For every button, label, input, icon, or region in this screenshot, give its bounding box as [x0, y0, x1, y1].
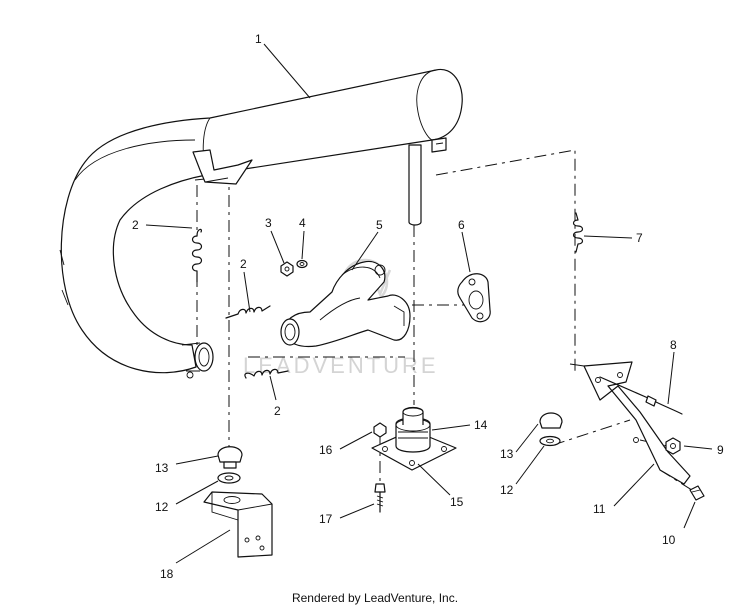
callout-2-spring-lower: 2: [274, 404, 281, 418]
callout-12-right: 12: [500, 483, 514, 497]
callout-2-spring-center: 2: [240, 257, 247, 271]
callout-11: 11: [593, 502, 606, 516]
spring-lower: [244, 368, 289, 379]
spring-right: [572, 212, 584, 253]
muffler-pipe: [59, 68, 463, 379]
callout-2-spring-upper: 2: [132, 218, 139, 232]
bracket-left: [203, 491, 273, 558]
callout-17: 17: [319, 512, 333, 526]
bracket-right: [569, 361, 691, 485]
grommet-plate: [371, 406, 457, 471]
callout-13-right: 13: [500, 447, 514, 461]
bolt-10: [689, 485, 705, 501]
callout-14: 14: [474, 418, 488, 432]
nut-3: [280, 261, 294, 277]
alignment-lines: [196, 149, 696, 493]
callout-8: 8: [670, 338, 677, 352]
exhaust-gasket: [457, 273, 491, 323]
callout-15: 15: [450, 495, 464, 509]
washer-4: [296, 259, 308, 269]
bumper-right: [539, 412, 563, 429]
callout-4: 4: [299, 216, 306, 230]
callout-18: 18: [160, 567, 174, 581]
spring-upper-left: [191, 228, 203, 283]
callout-5: 5: [376, 218, 383, 232]
spring-center: [225, 305, 271, 319]
y-pipe-header: [280, 260, 411, 348]
callouts: 1 2 2 2 3 4 5 6 7 8 9 10 11 12 12 13 13 …: [132, 32, 724, 581]
washer-right: [539, 435, 561, 447]
callout-10: 10: [662, 533, 676, 547]
callout-13-left: 13: [155, 461, 169, 475]
callout-9: 9: [717, 443, 724, 457]
footer-credit: Rendered by LeadVenture, Inc.: [291, 591, 459, 605]
callout-3: 3: [265, 216, 272, 230]
bumper-left: [217, 446, 243, 469]
leader-lines: [145, 43, 713, 564]
washer-left: [217, 472, 241, 484]
nut-16: [373, 422, 387, 438]
callout-16: 16: [319, 443, 333, 457]
callout-7: 7: [636, 231, 643, 245]
callout-6: 6: [458, 218, 465, 232]
callout-12-left: 12: [155, 500, 169, 514]
screw-17: [374, 483, 386, 513]
nut-9: [665, 437, 681, 455]
cable-8: [599, 376, 683, 415]
callout-1: 1: [255, 32, 262, 46]
